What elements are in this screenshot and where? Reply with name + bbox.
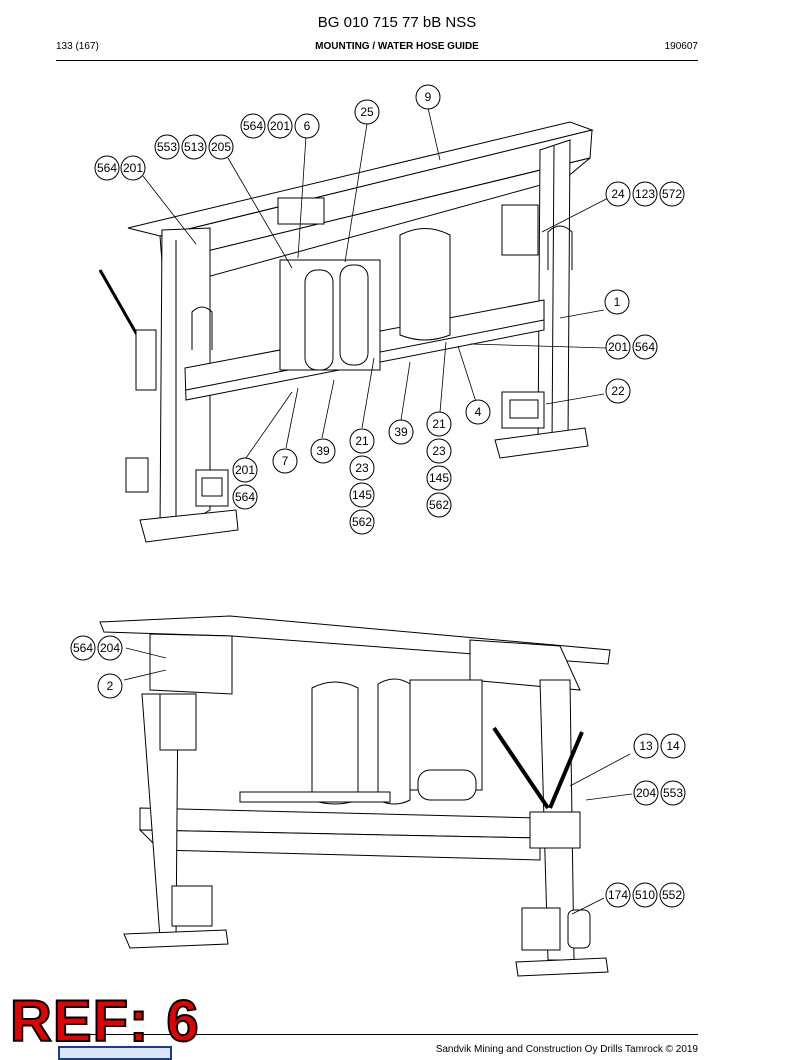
callout-513: 513 (181, 134, 207, 160)
svg-text:4: 4 (475, 405, 482, 419)
callout-553: 553 (660, 780, 686, 806)
svg-text:7: 7 (282, 454, 289, 468)
svg-text:201: 201 (270, 119, 290, 133)
footer-rule (56, 1034, 698, 1035)
callout-123: 123 (632, 181, 658, 207)
svg-text:205: 205 (211, 140, 231, 154)
callout-23: 23 (426, 438, 452, 464)
svg-text:23: 23 (355, 461, 369, 475)
drawing-bottom-frame (99, 615, 611, 977)
svg-text:572: 572 (662, 187, 682, 201)
callout-174: 174 (605, 882, 631, 908)
svg-text:562: 562 (429, 498, 449, 512)
svg-text:553: 553 (157, 140, 177, 154)
callout-201: 201 (120, 155, 146, 181)
callout-39: 39 (388, 419, 414, 445)
callout-201: 201 (605, 334, 631, 360)
svg-text:25: 25 (360, 105, 374, 119)
svg-text:552: 552 (662, 888, 682, 902)
callout-552: 552 (659, 882, 685, 908)
svg-text:201: 201 (123, 161, 143, 175)
callout-25: 25 (354, 99, 380, 125)
svg-text:9: 9 (425, 90, 432, 104)
svg-text:24: 24 (611, 187, 625, 201)
header-rule (56, 60, 698, 61)
callout-510: 510 (632, 882, 658, 908)
callout-204: 204 (633, 780, 659, 806)
svg-text:513: 513 (184, 140, 204, 154)
svg-text:553: 553 (663, 786, 683, 800)
svg-text:204: 204 (636, 786, 656, 800)
footer-copyright: Sandvik Mining and Construction Oy Drill… (435, 1044, 698, 1055)
svg-text:14: 14 (666, 739, 680, 753)
svg-text:13: 13 (639, 739, 653, 753)
svg-text:145: 145 (352, 488, 372, 502)
svg-text:201: 201 (608, 340, 628, 354)
svg-text:39: 39 (316, 444, 330, 458)
svg-text:201: 201 (235, 463, 255, 477)
svg-text:1: 1 (614, 295, 621, 309)
callout-14: 14 (660, 733, 686, 759)
callout-4: 4 (465, 399, 491, 425)
callout-24: 24 (605, 181, 631, 207)
leader-lines (123, 107, 633, 915)
svg-text:564: 564 (635, 340, 655, 354)
svg-text:23: 23 (432, 444, 446, 458)
document-title: BG 010 715 77 bB NSS (317, 14, 477, 31)
section-title: MOUNTING / WATER HOSE GUIDE (315, 41, 479, 52)
svg-text:22: 22 (611, 384, 625, 398)
callout-145: 145 (426, 465, 452, 491)
drawing-top-frame (98, 121, 594, 543)
callout-39: 39 (310, 438, 336, 464)
document-date: 190607 (664, 41, 698, 52)
svg-text:39: 39 (394, 425, 408, 439)
callout-21: 21 (349, 428, 375, 454)
svg-text:145: 145 (429, 471, 449, 485)
svg-text:204: 204 (100, 641, 120, 655)
callout-9: 9 (415, 84, 441, 110)
callout-2: 2 (97, 673, 123, 699)
callout-145: 145 (349, 482, 375, 508)
callout-7: 7 (272, 448, 298, 474)
svg-text:21: 21 (432, 417, 446, 431)
svg-text:564: 564 (235, 490, 255, 504)
callout-572: 572 (659, 181, 685, 207)
svg-text:510: 510 (635, 888, 655, 902)
callout-22: 22 (605, 378, 631, 404)
callout-564: 564 (70, 635, 96, 661)
callout-204: 204 (97, 635, 123, 661)
callout-23: 23 (349, 455, 375, 481)
svg-text:564: 564 (243, 119, 263, 133)
callout-21: 21 (426, 411, 452, 437)
callout-201: 201 (232, 457, 258, 483)
svg-text:21: 21 (355, 434, 369, 448)
callout-6: 6 (294, 113, 320, 139)
callout-564: 564 (632, 334, 658, 360)
callout-205: 205 (208, 134, 234, 160)
page-number: 133 (167) (56, 41, 99, 52)
callout-562: 562 (349, 509, 375, 535)
callout-13: 13 (633, 733, 659, 759)
svg-text:174: 174 (608, 888, 628, 902)
callout-564: 564 (240, 113, 266, 139)
svg-text:562: 562 (352, 515, 372, 529)
callout-553: 553 (154, 134, 180, 160)
ref-stamp: REF: 6 (9, 988, 200, 1055)
svg-text:6: 6 (304, 119, 311, 133)
svg-text:564: 564 (97, 161, 117, 175)
callout-201: 201 (267, 113, 293, 139)
callout-564: 564 (232, 484, 258, 510)
callout-562: 562 (426, 492, 452, 518)
svg-text:123: 123 (635, 187, 655, 201)
callout-1: 1 (604, 289, 630, 315)
svg-text:564: 564 (73, 641, 93, 655)
callout-564: 564 (94, 155, 120, 181)
svg-text:2: 2 (107, 679, 114, 693)
